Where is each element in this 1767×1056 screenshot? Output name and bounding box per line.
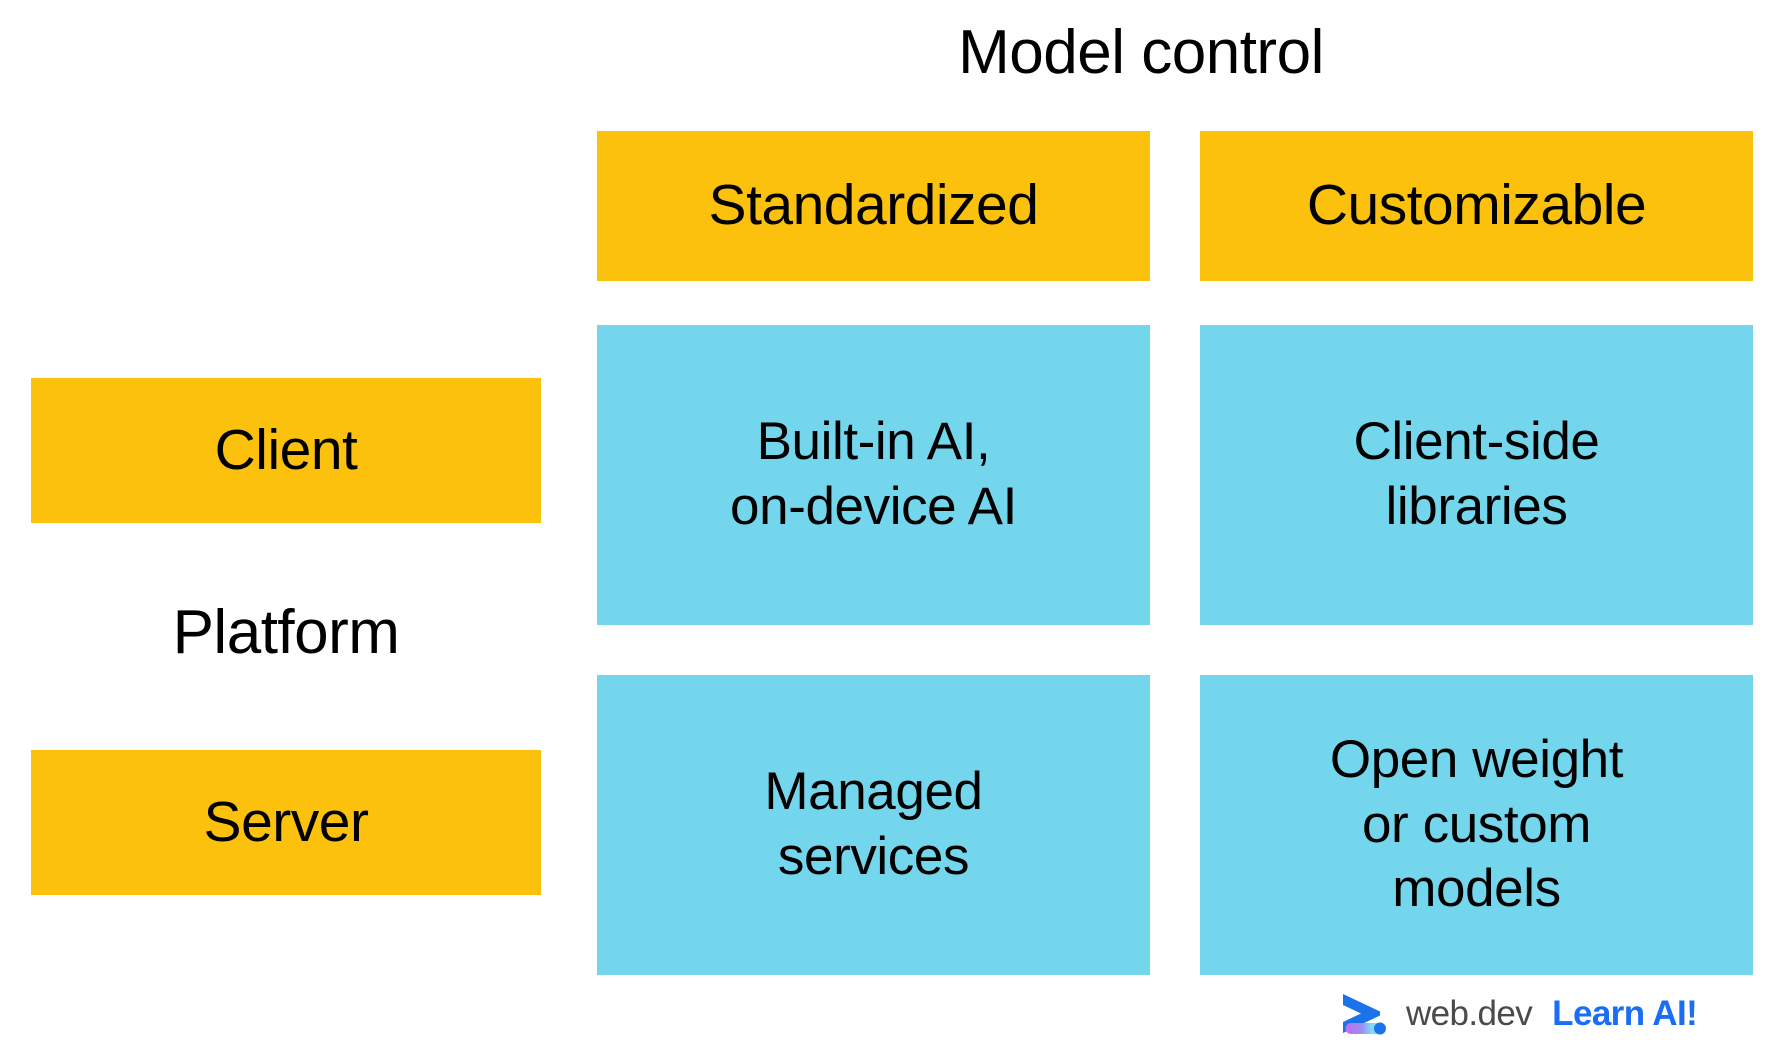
matrix-cell-label: Client-side libraries [1353, 412, 1600, 536]
brand-tagline: Learn AI! [1552, 994, 1698, 1033]
row-header-client: Client [31, 378, 541, 523]
matrix-cell-label: Open weight or custom models [1329, 730, 1624, 919]
matrix-cell-client-standardized: Built-in AI, on-device AI [597, 325, 1150, 625]
row-axis-label: Platform [172, 597, 400, 667]
matrix-cell-server-standardized: Managed services [597, 675, 1150, 975]
column-header-label: Standardized [708, 173, 1039, 238]
matrix-cell-client-customizable: Client-side libraries [1200, 325, 1753, 625]
webdev-chevron-icon [1343, 994, 1386, 1035]
brand-name: web.dev [1406, 994, 1533, 1033]
matrix-cell-label: Managed services [764, 762, 983, 886]
column-header-standardized: Standardized [597, 131, 1150, 281]
column-header-customizable: Customizable [1200, 131, 1753, 281]
column-header-label: Customizable [1306, 173, 1647, 238]
matrix-cell-label: Built-in AI, on-device AI [730, 412, 1017, 536]
page-title: Model control [958, 17, 1324, 87]
matrix-cell-server-customizable: Open weight or custom models [1200, 675, 1753, 975]
row-header-server: Server [31, 750, 541, 895]
row-header-label: Client [214, 417, 358, 482]
brand-footer: web.dev Learn AI! [1340, 988, 1698, 1040]
row-header-label: Server [203, 789, 369, 854]
